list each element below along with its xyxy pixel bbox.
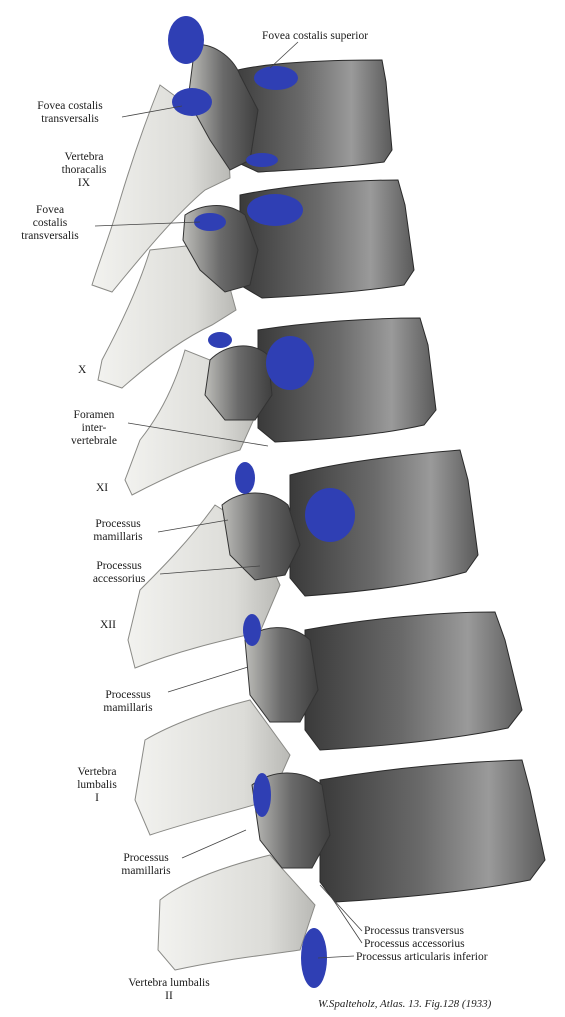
spinous-process-ix — [91, 84, 231, 293]
leader-fovea-costalis-transversalis-2 — [94, 221, 201, 227]
label-processus-transversus: Processus transversus — [364, 925, 464, 937]
fovea-costalis-xii — [305, 488, 355, 542]
vertebral-body-l2 — [319, 759, 546, 903]
label-processus-accessorius-2: Processus accessorius — [364, 938, 465, 950]
fovea-costalis-transversalis-ix — [172, 88, 212, 116]
fovea-costalis-inferior-ix — [246, 153, 278, 167]
leader-processus-mamillaris-1 — [157, 519, 229, 533]
figure-credit: W.Spalteholz, Atlas. 13. Fig.128 (1933) — [318, 998, 492, 1010]
transverse-process-l2 — [157, 854, 316, 971]
fovea-costalis-x — [247, 194, 303, 226]
label-processus-mamillaris-1: Processus mamillaris — [93, 518, 143, 543]
leader-processus-mamillaris-2 — [167, 666, 249, 693]
fovea-costalis-transversalis-x — [194, 213, 226, 231]
label-vertebra-lumbalis-i: Vertebra lumbalis I — [77, 766, 117, 804]
leader-processus-accessorius — [159, 565, 261, 575]
leader-processus-articularis-inferior — [317, 955, 355, 959]
label-processus-mamillaris-3: Processus mamillaris — [121, 852, 171, 877]
leader-processus-transversus — [319, 884, 363, 932]
leader-lines — [94, 41, 363, 959]
label-processus-mamillaris-2: Processus mamillaris — [103, 689, 153, 714]
vertebra-thoracalis-x — [97, 179, 415, 389]
vertebral-body-xii — [289, 449, 479, 597]
vertebra-thoracalis-ix — [91, 16, 393, 293]
leader-fovea-costalis-superior — [269, 41, 299, 69]
vertebra-lumbalis-ii — [157, 759, 546, 988]
leader-processus-mamillaris-3 — [181, 829, 247, 859]
vertebra-thoracalis-xii — [127, 449, 479, 669]
vertebra-thoracalis-xi — [124, 317, 437, 496]
articular-facet-xii — [235, 462, 255, 494]
vertebra-lumbalis-i — [134, 611, 523, 836]
pedicle-xii — [221, 492, 301, 581]
label-fovea-costalis-superior: Fovea costalis superior — [262, 30, 369, 42]
label-vertebra-thoracalis-ix: Vertebra thoracalis IX — [61, 151, 107, 189]
label-fovea-costalis-transversalis-2: Fovea costalis transversalis — [21, 204, 79, 242]
leader-processus-accessorius-2 — [329, 894, 363, 944]
label-vertebra-xi: XI — [96, 482, 109, 494]
articular-facet-l1 — [243, 614, 261, 646]
leader-fovea-costalis-transversalis-1 — [121, 105, 183, 118]
pedicle-xi — [204, 345, 273, 421]
leader-foramen-intervertebrale — [127, 422, 269, 447]
fovea-costalis-superior-ix — [254, 66, 298, 90]
fovea-costalis-xi — [266, 336, 314, 390]
label-fovea-costalis-transversalis-1: Fovea costalis transversalis — [37, 100, 103, 125]
articular-facet-superior-ix — [168, 16, 204, 64]
label-processus-accessorius: Processus accessorius — [92, 560, 146, 585]
label-vertebra-x: X — [78, 364, 87, 376]
articular-facet-xi — [208, 332, 232, 348]
pedicle-ix — [187, 44, 259, 171]
label-vertebra-lumbalis-ii: Vertebra lumbalis II — [128, 977, 210, 1002]
label-vertebra-xii: XII — [100, 619, 116, 631]
transverse-process-l1 — [134, 699, 291, 836]
articular-facet-l2-inferior — [301, 928, 327, 988]
label-foramen-intervertebrale: Foramen inter- vertebrale — [71, 409, 117, 447]
spinous-process-x — [97, 244, 237, 389]
vertebral-body-l1 — [304, 611, 523, 751]
articular-facet-l1-inferior — [253, 773, 271, 817]
label-processus-articularis-inferior: Processus articularis inferior — [356, 951, 488, 963]
